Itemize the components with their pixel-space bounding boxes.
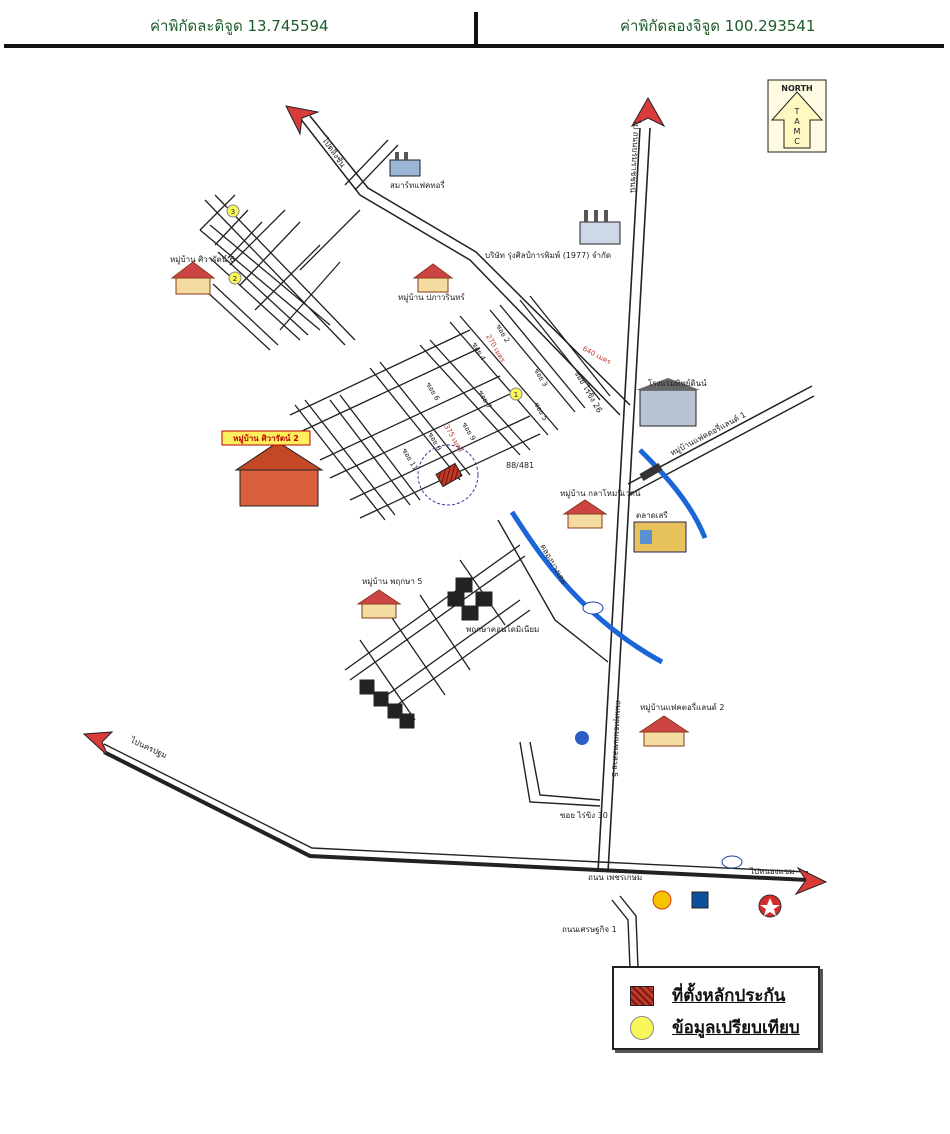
plot-4: 4 <box>404 718 410 728</box>
longitude-label: ค่าพิกัดลองจิจูด 100.293541 <box>620 17 816 35</box>
compass-m: M <box>794 127 801 136</box>
condo-plot-numbers: 8 9 10 11 1 2 3 4 <box>364 582 487 728</box>
ptt-icon <box>691 891 709 909</box>
soi-6: ซอย 6 <box>424 381 441 403</box>
label-petchkasem: ถนน เพชรเกษม <box>588 873 642 882</box>
compass-label: NORTH <box>781 84 812 93</box>
compass-c: C <box>794 137 800 146</box>
arrow-east <box>794 866 828 896</box>
arrow-northwest <box>285 105 320 136</box>
compass-t: T <box>794 107 800 116</box>
company-icon <box>579 210 621 245</box>
comparable-markers: 3 2 1 <box>226 204 523 401</box>
label-siwarat-2: หมู่บ้าน ศิวารัตน์ 2 <box>233 433 299 444</box>
label-factory: สมาร์ทแฟคทอรี่ <box>390 179 445 190</box>
label-pakarn: หมู่บ้าน ปภาวรินทร์ <box>398 292 466 303</box>
label-soi-30: ซอย ไร่ขิง 30 <box>560 811 608 820</box>
marker-3: 3 <box>231 208 235 216</box>
legend-item-property: ที่ตั้งหลักประกัน <box>630 982 785 1009</box>
street-grid-central <box>289 295 611 521</box>
soi-11: ซอย 11 <box>400 447 419 472</box>
label-khlong: คลองบางเตย <box>538 543 568 587</box>
property-location <box>417 444 479 506</box>
label-fashion-2: หมู่บ้านแฟคตอรี่แลนด์ 2 <box>640 701 724 713</box>
arrow-west <box>82 731 114 757</box>
legend: ที่ตั้งหลักประกัน ข้อมูลเปรียบเทียบ <box>612 966 820 1050</box>
latitude-label: ค่าพิกัดละติจูด 13.745594 <box>150 17 329 35</box>
marker-2: 2 <box>233 275 237 283</box>
gas-icon <box>575 731 589 745</box>
legend-comparable-label: ข้อมูลเปรียบเทียบ <box>672 1018 800 1038</box>
label-to-talingchan: ไปตลิ่งชัน <box>320 134 349 169</box>
river <box>509 510 664 665</box>
label-setthakit-1: ถนนเศรษฐกิจ 1 <box>562 925 617 934</box>
condo-plots <box>359 577 493 729</box>
callout-siwarat-2: หมู่บ้าน ศิวารัตน์ 2 <box>221 430 311 446</box>
label-house-no: 88/481 <box>506 461 534 470</box>
street-grid-north <box>199 139 399 351</box>
plot-1: 1 <box>364 684 370 694</box>
plot-11: 11 <box>464 610 475 620</box>
label-to-north: ไป ถนนบรมราชชนนี <box>628 119 641 194</box>
compass-north: NORTH T A M C <box>767 79 827 153</box>
road-petchkasem <box>103 743 809 882</box>
label-company: บริษัท รุ่งศิลป์การพิมพ์ (1977) จำกัด <box>485 250 611 260</box>
road-setthakit-1 <box>497 519 639 969</box>
plot-9: 9 <box>481 596 487 606</box>
plot-2: 2 <box>378 696 384 706</box>
street-grid-south <box>344 544 531 721</box>
house-siwarat-2-icon <box>234 441 324 507</box>
comparable-dot-icon <box>630 1015 654 1040</box>
property-swatch-icon <box>630 985 654 1006</box>
distance-375m: 375 เมตร <box>442 423 464 454</box>
soi-7: ซอย 7 <box>476 389 493 410</box>
soi-9: ซอย 9 <box>460 421 477 442</box>
label-hotel: โรงแรมทิพย์ดินน์ <box>648 378 707 388</box>
marker-1: 1 <box>514 391 518 399</box>
plot-3: 3 <box>392 708 398 718</box>
shell-icon <box>652 890 672 910</box>
river-east <box>638 448 708 539</box>
label-market: ตลาดเสรี <box>636 511 668 520</box>
label-siwarat-6: หมู่บ้าน ศิวารัตน์ 6 <box>170 254 235 265</box>
market-icon <box>633 521 687 553</box>
road-buddhamonthon-5 <box>597 127 651 873</box>
factory-icon <box>389 152 421 177</box>
label-to-nakhon-pathom: ไปนครปฐม <box>128 735 168 760</box>
village-house-icons <box>170 261 690 747</box>
label-to-nong-khaem: ไปหนองแขม <box>749 867 794 876</box>
bridge-icon <box>639 463 663 481</box>
caltex-icon <box>758 894 782 918</box>
header-bar: ค่าพิกัดละติจูด 13.745594 ค่าพิกัดลองจิจ… <box>0 0 950 48</box>
label-condo: พฤกษาคอนโดมิเนียม <box>466 624 539 634</box>
location-map: NORTH T A M C 3 2 1 8 9 10 <box>82 79 828 969</box>
road-diagonal-north <box>299 115 631 416</box>
arrow-north <box>630 96 666 128</box>
hotel-icon <box>636 378 700 427</box>
esso-icon-2 <box>721 855 743 869</box>
label-kaew: หมู่บ้าน กลาโหมนิเวศน์ <box>560 488 641 499</box>
compass-a: A <box>794 117 800 126</box>
header-divider <box>474 12 478 46</box>
distance-640m: 640 เมตร <box>581 345 612 367</box>
esso-icon <box>582 601 604 615</box>
label-buddhamonthon-5: ถนนพุทธมณฑลสาย 5 <box>610 700 623 778</box>
plot-10: 10 <box>450 596 462 606</box>
label-phruksa-5: หมู่บ้าน พฤกษา 5 <box>362 577 423 587</box>
legend-item-comparable: ข้อมูลเปรียบเทียบ <box>630 1014 800 1041</box>
legend-property-label: ที่ตั้งหลักประกัน <box>672 986 786 1006</box>
plot-8: 8 <box>461 582 467 592</box>
header-rule <box>4 44 944 48</box>
